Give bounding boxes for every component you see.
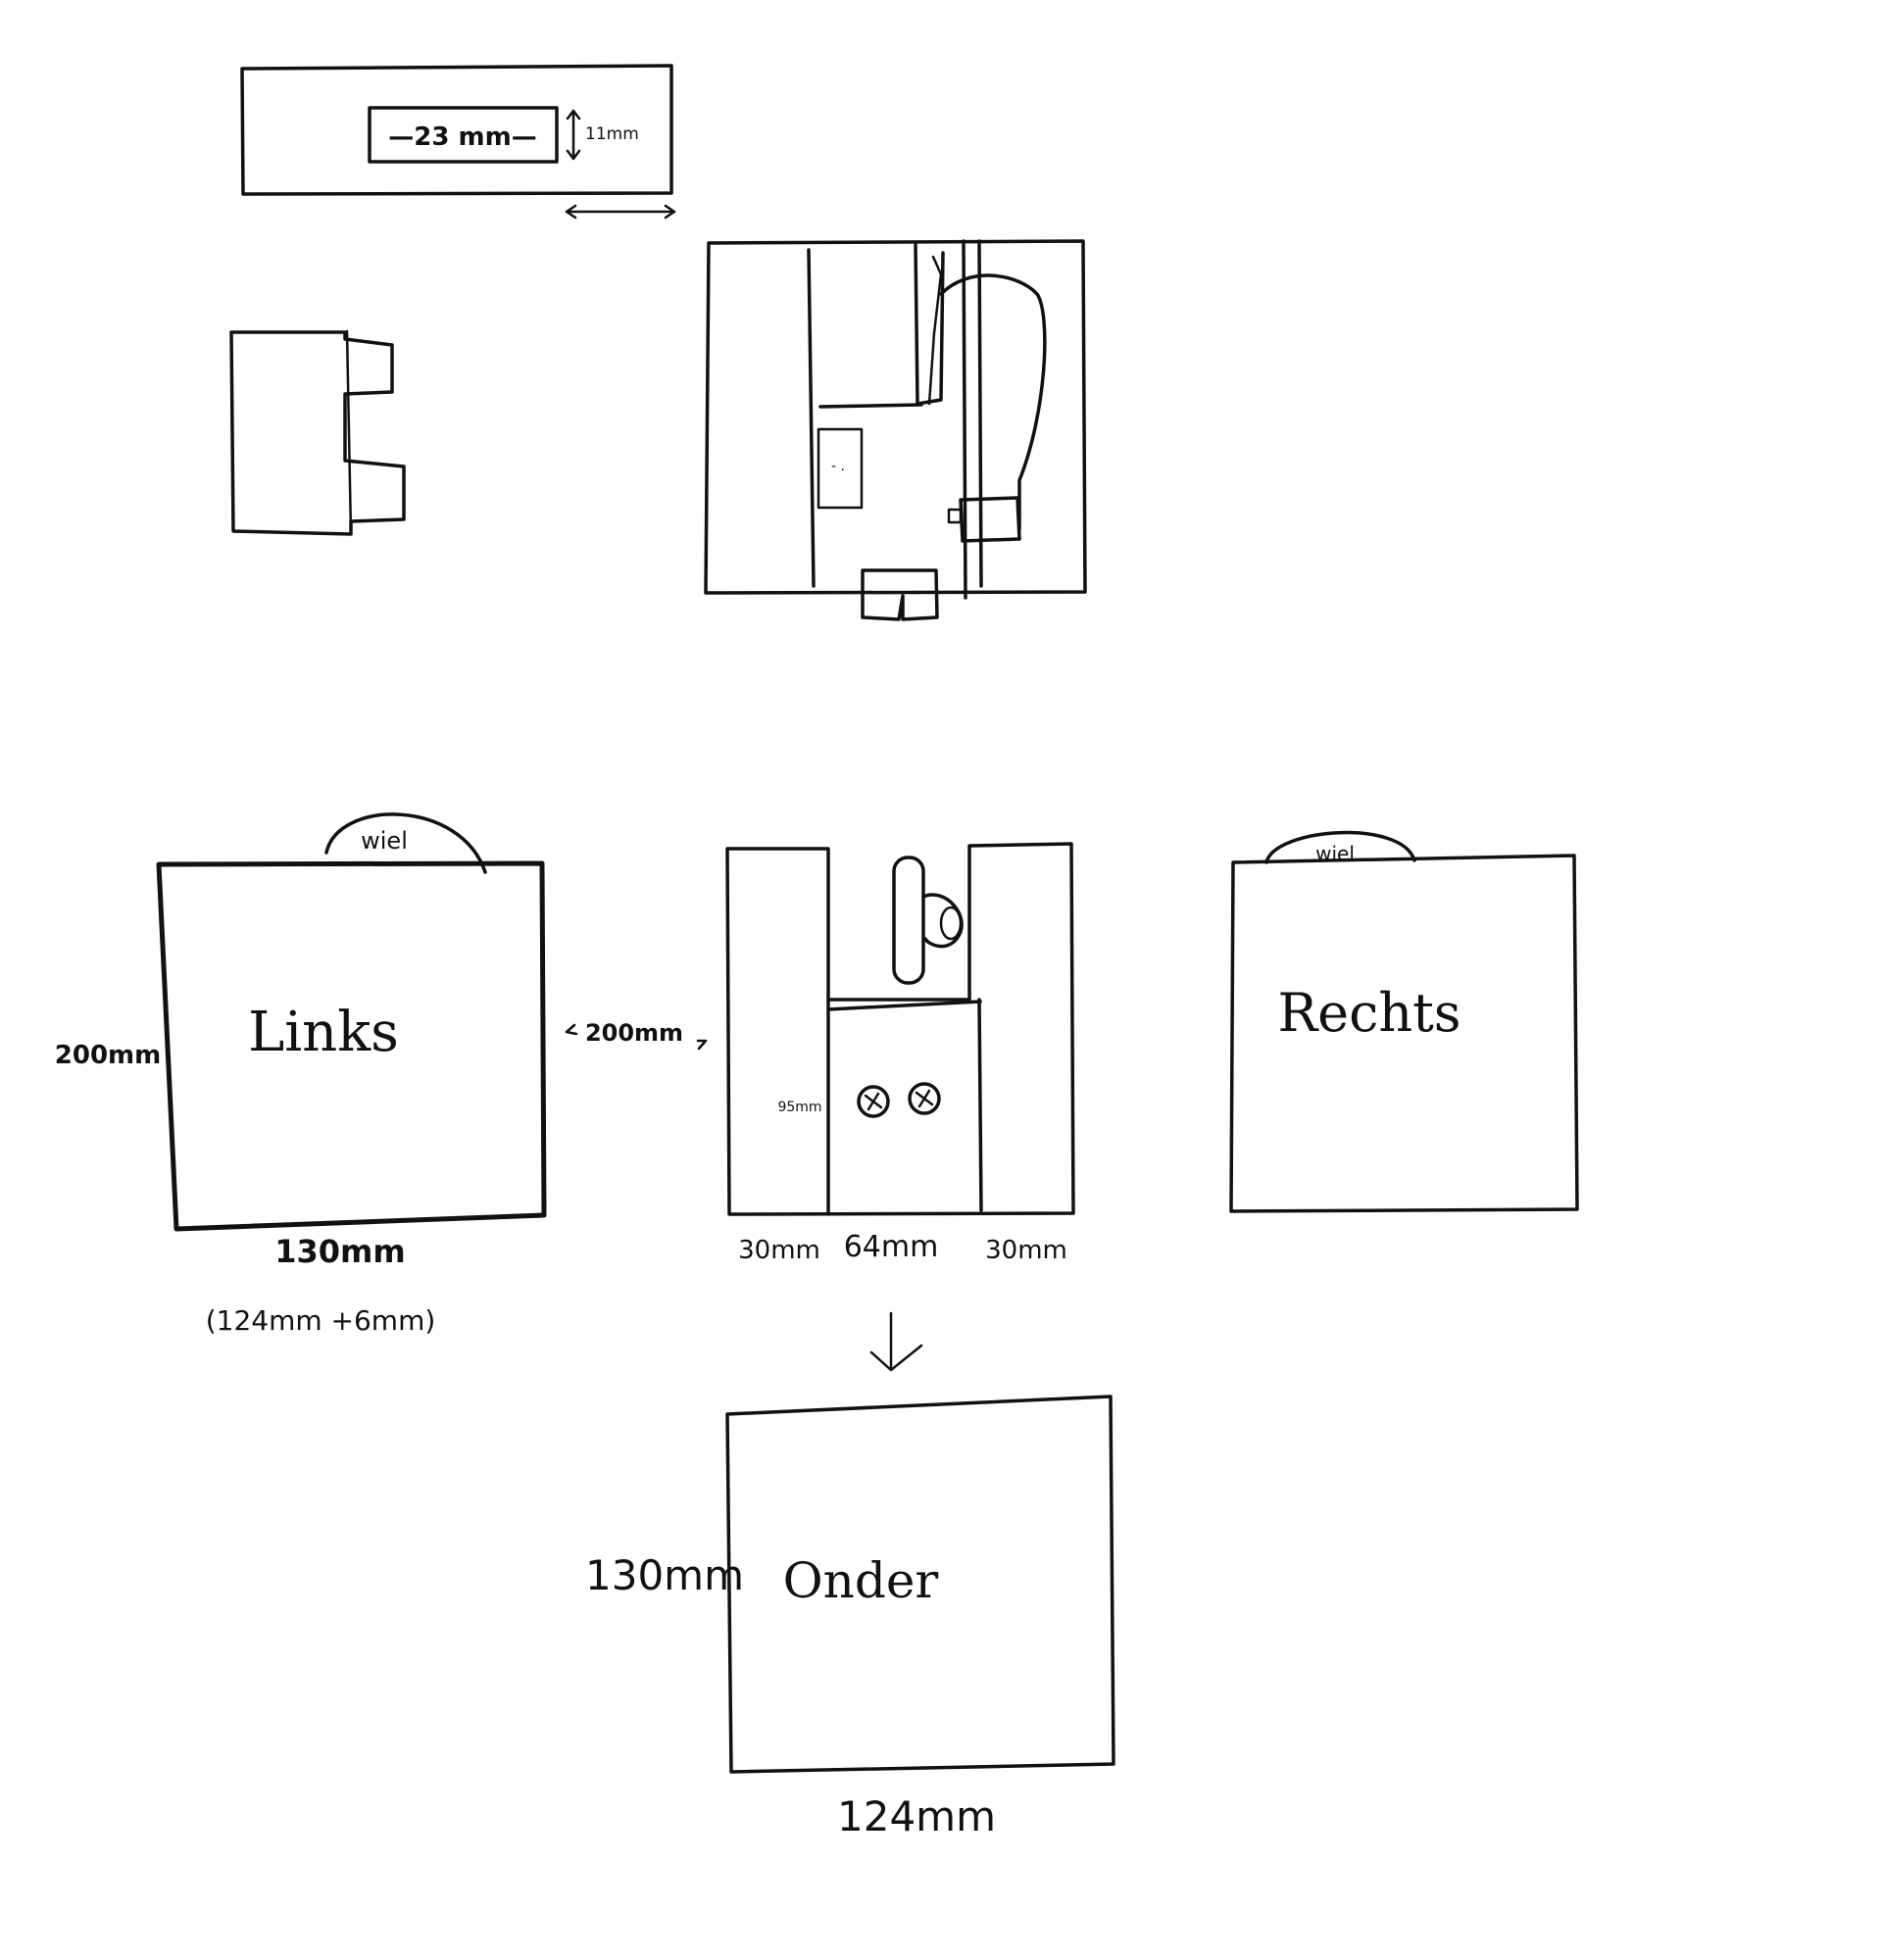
front-width-3: 30mm	[985, 1236, 1067, 1265]
panel-left: wiel Links 200mm 130mm (124mm +6mm)	[55, 812, 547, 1337]
down-arrow	[869, 1311, 923, 1372]
height-arrow	[566, 109, 581, 161]
panel-left-width-label: 130mm	[274, 1233, 405, 1270]
top-plate: —23 mm— 11mm	[240, 64, 676, 220]
slot-rectangle	[368, 106, 559, 164]
top-view-box: - .	[704, 239, 1087, 621]
motor	[892, 856, 925, 985]
wheel-arc-left	[324, 812, 487, 874]
front-width-2: 64mm	[844, 1230, 939, 1264]
battery-block	[817, 427, 864, 510]
panel-left-width-note: (124mm +6mm)	[206, 1304, 436, 1337]
bracket-sketch	[229, 329, 406, 536]
between-dimension-label: 200mm	[585, 1019, 683, 1047]
wheel-label-left: wiel	[361, 827, 408, 855]
between-dimension: 200mm	[565, 1019, 708, 1051]
front-view: 95mm 30mm 64mm 30mm	[725, 842, 1075, 1265]
front-width-1: 30mm	[738, 1236, 820, 1265]
panel-right-label: Rechts	[1277, 982, 1461, 1044]
slot-label: —23 mm—	[388, 122, 536, 152]
svg-text:- .: - .	[831, 459, 845, 474]
wheel-label-right: wiel	[1315, 842, 1355, 865]
panel-bottom-width-label: 124mm	[837, 1792, 996, 1840]
panel-left-height-label: 200mm	[55, 1041, 161, 1070]
panel-bottom-label: Onder	[783, 1552, 939, 1609]
panel-right: wiel Rechts	[1229, 830, 1579, 1213]
wheel-arc-right	[1264, 830, 1416, 864]
panel-bottom-height-label: 130mm	[585, 1551, 744, 1599]
top-plate-height-label: 11mm	[585, 124, 639, 144]
screw-left	[857, 1085, 890, 1118]
front-inner-dim: 95mm	[777, 1100, 821, 1115]
screw-right	[908, 1082, 941, 1115]
panel-left-label: Links	[248, 1001, 399, 1064]
panel-bottom: Onder 130mm 124mm	[585, 1395, 1115, 1840]
width-arrow	[565, 204, 676, 220]
